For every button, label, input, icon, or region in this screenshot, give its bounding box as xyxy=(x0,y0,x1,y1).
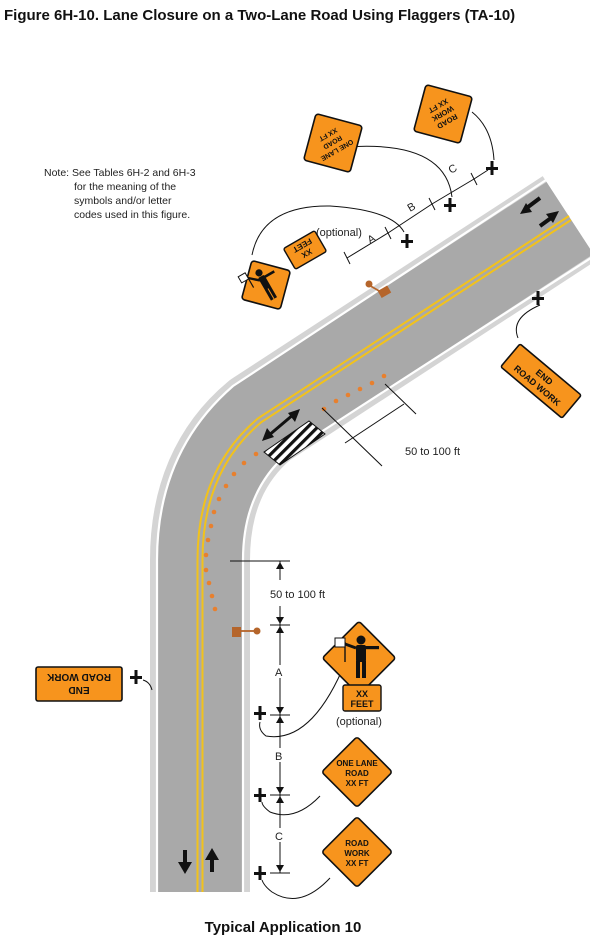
sign-text: XX xyxy=(356,689,368,699)
cone xyxy=(231,471,237,477)
cone xyxy=(206,580,212,586)
note-line-1: Note: See Tables 6H-2 and 6H-3 xyxy=(44,167,196,179)
sign-xx-feet-lower: XX FEET xyxy=(342,684,382,712)
flagger-station-upper xyxy=(365,280,392,298)
sign-text: END xyxy=(68,684,89,695)
sign-flagger-lower xyxy=(322,621,396,695)
dimension-lower xyxy=(230,560,290,874)
sign-road-work-lower: ROAD WORK XX FT xyxy=(322,817,392,887)
sign-text: ONE LANE xyxy=(336,759,378,768)
channelizing-cones xyxy=(203,373,387,612)
dimension-upper xyxy=(343,169,489,265)
flagger-symbol-icon xyxy=(334,635,379,678)
arrow-down-icon xyxy=(178,850,192,874)
work-area-arrowhead-left-icon xyxy=(262,428,274,441)
post-end-road-work-upper xyxy=(532,291,544,305)
label-c-lower: C xyxy=(275,831,283,843)
cone xyxy=(321,406,327,412)
cone xyxy=(209,593,215,599)
sign-end-road-work-lower: END ROAD WORK xyxy=(35,666,123,702)
note-block: Note: See Tables 6H-2 and 6H-3 for the m… xyxy=(44,167,196,221)
post-xx-feet-lower xyxy=(254,706,266,720)
sign-xx-feet-upper: XX FEET xyxy=(283,230,327,270)
cone xyxy=(203,552,209,558)
cone xyxy=(253,451,259,457)
sign-road-work-upper: ROAD WORK XX FT xyxy=(413,84,473,144)
work-area-hatch xyxy=(263,420,326,466)
label-b-lower: B xyxy=(275,751,282,763)
label-buffer-lower: 50 to 100 ft xyxy=(270,589,325,601)
cone xyxy=(203,567,209,573)
cone xyxy=(205,537,211,543)
traffic-arrows xyxy=(178,196,559,874)
sign-one-lane-upper: ONE LANE ROAD XX FT xyxy=(303,113,363,173)
roadway xyxy=(150,176,590,892)
sign-end-road-work-upper: END ROAD WORK xyxy=(500,343,582,419)
cone xyxy=(381,373,387,379)
sign-flagger-upper xyxy=(237,260,291,310)
post-one-lane-upper xyxy=(444,198,456,212)
flagger-station-lower xyxy=(232,627,261,637)
note-line-3: symbols and/or letter xyxy=(74,195,172,207)
road-asphalt xyxy=(157,181,590,892)
post-end-road-work-lower xyxy=(130,670,142,684)
post-road-work-upper xyxy=(486,161,498,175)
cone xyxy=(223,483,229,489)
dimension-buffer-upper xyxy=(321,383,417,467)
label-buffer-upper: 50 to 100 ft xyxy=(405,446,460,458)
sign-posts xyxy=(130,161,544,880)
cone xyxy=(208,523,214,529)
label-c-upper: C xyxy=(447,162,460,176)
cone xyxy=(369,380,375,386)
cone xyxy=(241,460,247,466)
centerline-a xyxy=(196,215,570,892)
label-a-upper: A xyxy=(366,232,379,246)
label-b-upper: B xyxy=(406,201,418,215)
arrow-northeast-icon xyxy=(538,211,559,228)
work-area-arrowhead-right-icon xyxy=(288,409,300,422)
leader-lines xyxy=(142,111,541,899)
sign-text: XX FT xyxy=(346,779,369,788)
work-area xyxy=(262,409,326,466)
arrow-southwest-icon xyxy=(520,196,542,214)
edge-line-left xyxy=(155,179,547,892)
sign-one-lane-lower: ONE LANE ROAD XX FT xyxy=(322,737,392,807)
sign-text: WORK xyxy=(344,849,370,858)
note-line-4: codes used in this figure. xyxy=(74,209,190,221)
post-one-lane-lower xyxy=(254,788,266,802)
label-optional-upper: (optional) xyxy=(316,227,362,239)
sign-text: FEET xyxy=(350,699,374,709)
sign-text: ROAD xyxy=(345,769,369,778)
note-line-2: for the meaning of the xyxy=(74,181,176,193)
post-xx-feet-upper xyxy=(401,234,413,248)
figure-caption: Typical Application 10 xyxy=(205,919,362,936)
flagger-symbol-icon xyxy=(237,269,278,301)
sign-text: ROAD xyxy=(345,839,369,848)
cone xyxy=(345,392,351,398)
cone xyxy=(333,398,339,404)
label-optional-lower: (optional) xyxy=(336,716,382,728)
cone xyxy=(357,386,363,392)
cone xyxy=(216,496,222,502)
sign-text: ROAD WORK xyxy=(46,671,111,682)
cone xyxy=(212,606,218,612)
sign-text: XX FT xyxy=(346,859,369,868)
label-a-lower: A xyxy=(275,667,283,679)
figure-title: Figure 6H-10. Lane Closure on a Two-Lane… xyxy=(4,7,515,24)
post-road-work-lower xyxy=(254,866,266,880)
centerline-b xyxy=(201,219,572,892)
work-area-arrow-icon xyxy=(267,412,295,438)
cone xyxy=(211,509,217,515)
arrow-up-icon xyxy=(205,848,219,872)
